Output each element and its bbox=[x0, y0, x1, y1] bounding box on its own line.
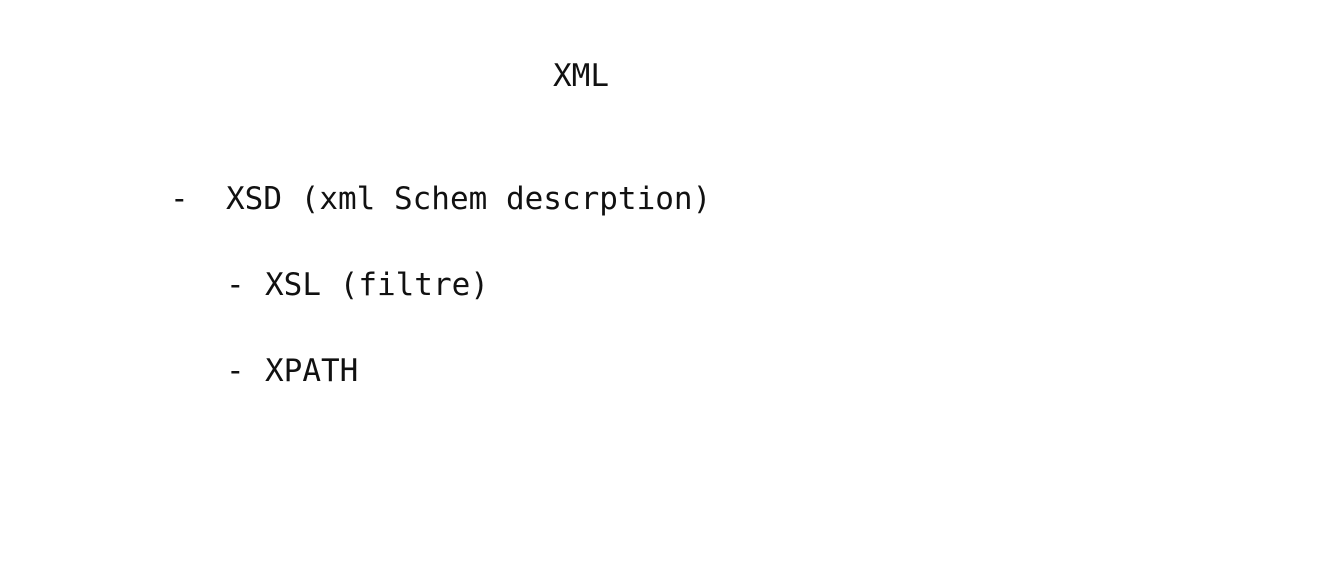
list-item-xsd: XSD (xml Schem descrption) bbox=[226, 181, 712, 217]
document-title: XML bbox=[553, 58, 609, 94]
list-item-marker: - bbox=[226, 267, 245, 303]
list-item-xpath: XPATH bbox=[265, 353, 359, 389]
list-item-xsl: XSL (filtre) bbox=[265, 267, 489, 303]
list-item-marker: - bbox=[170, 181, 189, 217]
list-item-marker: - bbox=[226, 353, 245, 389]
